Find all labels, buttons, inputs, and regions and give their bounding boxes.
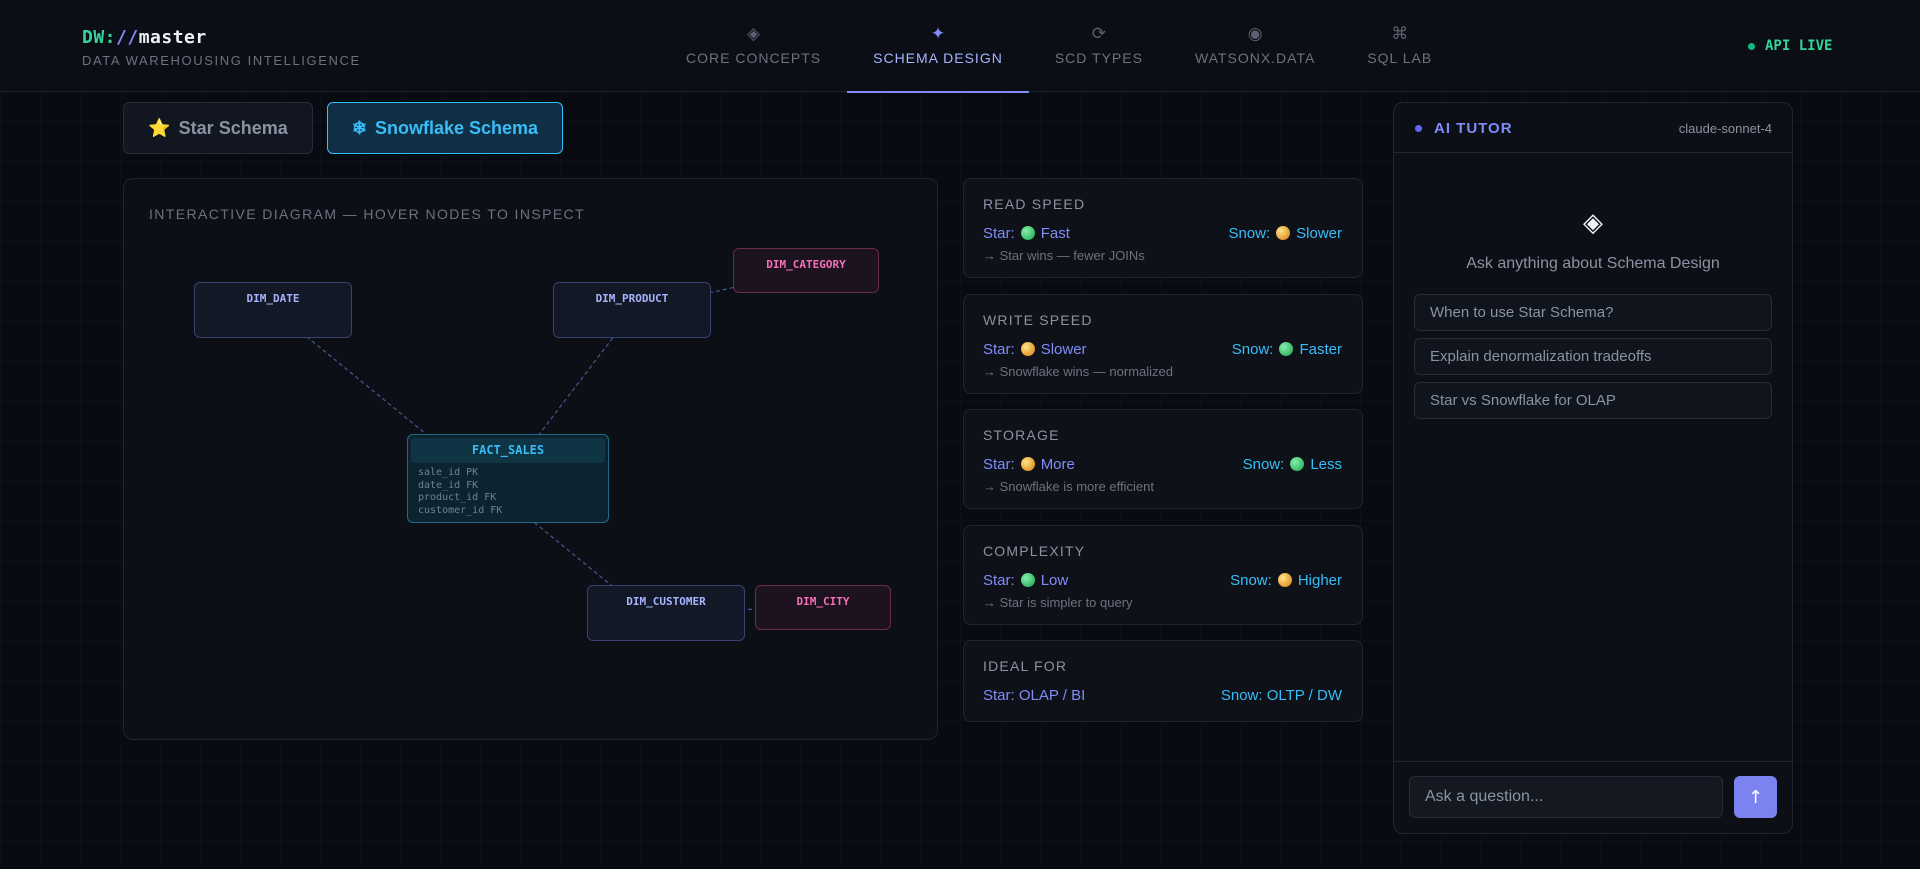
- status-dot-icon: [1415, 125, 1422, 132]
- sparkle-icon: ✦: [930, 24, 946, 43]
- snow-value: Snow:Slower: [1228, 224, 1342, 242]
- node-dim-category[interactable]: DIM_CATEGORY: [733, 248, 879, 293]
- star-value: Star:More: [983, 455, 1075, 473]
- metric-note: → Snowflake wins — normalized: [983, 364, 1174, 379]
- yellow-dot-icon: [1277, 573, 1292, 587]
- node-label: DIM_CATEGORY: [766, 258, 846, 271]
- metric-note: → Star is simpler to query: [983, 595, 1133, 610]
- node-dim-customer[interactable]: DIM_CUSTOMER: [587, 585, 745, 641]
- node-label: DIM_DATE: [246, 292, 300, 305]
- tab-snowflake-schema[interactable]: ❄ Snowflake Schema: [327, 102, 563, 154]
- status-dot-icon: [1748, 42, 1755, 50]
- refresh-icon: ⟳: [1091, 24, 1106, 43]
- node-label: DIM_PRODUCT: [595, 292, 669, 305]
- snow-value: Snow:Higher: [1230, 571, 1342, 589]
- fact-column: customer_id FK: [418, 504, 503, 516]
- target-icon: ◉: [1247, 24, 1263, 43]
- node-label: DIM_CUSTOMER: [626, 595, 706, 608]
- send-button[interactable]: ↑: [1734, 776, 1777, 818]
- yellow-dot-icon: [1276, 226, 1291, 240]
- node-dim-date[interactable]: DIM_DATE: [194, 282, 352, 338]
- metric-title: READ SPEED: [983, 196, 1086, 212]
- metric-write-speed: WRITE SPEED Star:Slower Snow:Faster → Sn…: [963, 294, 1363, 394]
- metric-row: Star:Fast Snow:Slower: [983, 223, 1342, 243]
- nav-label: SCHEMA DESIGN: [873, 50, 1003, 66]
- green-dot-icon: [1290, 457, 1305, 471]
- tagline: DATA WAREHOUSING INTELLIGENCE: [82, 53, 361, 68]
- logo[interactable]: DW://master: [82, 27, 207, 48]
- yellow-dot-icon: [1020, 342, 1035, 356]
- metric-read-speed: READ SPEED Star:Fast Snow:Slower → Star …: [963, 178, 1363, 278]
- diamond-icon: ◈: [1583, 207, 1603, 237]
- yellow-dot-icon: [1020, 457, 1035, 471]
- star-value: Star: OLAP / BI: [983, 686, 1086, 704]
- nav-scd-types[interactable]: ⟳ SCD TYPES: [1029, 0, 1169, 92]
- suggestion-button[interactable]: Explain denormalization tradeoffs: [1414, 338, 1772, 375]
- diamond-icon: ◈: [747, 24, 761, 43]
- metric-ideal-for: IDEAL FOR Star: OLAP / BI Snow: OLTP / D…: [963, 640, 1363, 722]
- nav-label: WATSONX.DATA: [1194, 50, 1316, 66]
- nav-label: CORE CONCEPTS: [686, 50, 822, 66]
- main-nav: ◈ CORE CONCEPTS ✦ SCHEMA DESIGN ⟳ SCD TY…: [660, 0, 1458, 93]
- tab-star-schema[interactable]: ⭐ Star Schema: [123, 102, 313, 154]
- green-dot-icon: [1020, 573, 1035, 587]
- fact-column: sale_id PK: [418, 467, 479, 478]
- tutor-title: AI TUTOR: [1434, 120, 1513, 137]
- metric-row: Star:Slower Snow:Faster: [983, 339, 1342, 359]
- metric-title: COMPLEXITY: [983, 543, 1086, 559]
- suggestion-button[interactable]: Star vs Snowflake for OLAP: [1414, 382, 1772, 419]
- snow-value: Snow: OLTP / DW: [1220, 686, 1342, 704]
- model-name: claude-sonnet-4: [1678, 121, 1772, 136]
- ai-tutor-panel: AI TUTOR claude-sonnet-4 ◈ Ask anything …: [1393, 102, 1793, 834]
- metric-storage: STORAGE Star:More Snow:Less → Snowflake …: [963, 409, 1363, 509]
- diagram-title: INTERACTIVE DIAGRAM — HOVER NODES TO INS…: [149, 206, 586, 222]
- nav-schema-design[interactable]: ✦ SCHEMA DESIGN: [847, 0, 1029, 93]
- metric-row: Star:More Snow:Less: [983, 454, 1342, 474]
- schema-diagram: INTERACTIVE DIAGRAM — HOVER NODES TO INS…: [123, 178, 938, 740]
- suggestion-button[interactable]: When to use Star Schema?: [1414, 294, 1772, 331]
- node-dim-product[interactable]: DIM_PRODUCT: [553, 282, 711, 338]
- fact-column: product_id FK: [418, 492, 497, 503]
- fact-columns: sale_id PK date_id FK product_id FK cust…: [408, 463, 608, 517]
- metric-note: → Snowflake is more efficient: [983, 479, 1154, 494]
- snow-value: Snow:Faster: [1231, 340, 1342, 358]
- nav-watsonx-data[interactable]: ◉ WATSONX.DATA: [1169, 0, 1341, 92]
- api-status: API LIVE: [1748, 38, 1832, 54]
- node-fact-sales[interactable]: FACT_SALES sale_id PK date_id FK product…: [407, 434, 609, 523]
- star-value: Star:Slower: [983, 340, 1087, 358]
- snow-value: Snow:Less: [1242, 455, 1342, 473]
- command-icon: ⌘: [1391, 24, 1409, 43]
- snowflake-icon: ❄: [351, 117, 367, 138]
- tutor-header: AI TUTOR claude-sonnet-4: [1394, 103, 1792, 153]
- nav-sql-lab[interactable]: ⌘ SQL LAB: [1341, 0, 1458, 92]
- top-header: DW://master DATA WAREHOUSING INTELLIGENC…: [0, 0, 1920, 93]
- tutor-footer: ↑: [1394, 761, 1792, 833]
- tutor-prompt: Ask anything about Schema Design: [1466, 255, 1720, 272]
- metric-title: STORAGE: [983, 427, 1060, 443]
- star-icon: ⭐: [148, 117, 171, 138]
- metric-row: Star: OLAP / BI Snow: OLTP / DW: [983, 685, 1342, 705]
- metric-title: WRITE SPEED: [983, 312, 1093, 328]
- tab-label: Star Schema: [178, 117, 288, 138]
- node-label: FACT_SALES: [411, 438, 605, 463]
- brand[interactable]: DW://master DATA WAREHOUSING INTELLIGENC…: [82, 27, 361, 68]
- green-dot-icon: [1020, 226, 1035, 240]
- node-label: DIM_CITY: [796, 595, 850, 608]
- ask-input[interactable]: [1409, 776, 1723, 818]
- metric-note: → Star wins — fewer JOINs: [983, 248, 1145, 263]
- metric-row: Star:Low Snow:Higher: [983, 570, 1342, 590]
- fact-column: date_id FK: [418, 479, 479, 491]
- star-value: Star:Fast: [983, 224, 1070, 242]
- api-status-label: API LIVE: [1765, 38, 1833, 54]
- nav-label: SQL LAB: [1367, 50, 1433, 66]
- nav-core-concepts[interactable]: ◈ CORE CONCEPTS: [660, 0, 847, 92]
- node-dim-city[interactable]: DIM_CITY: [755, 585, 891, 630]
- star-value: Star:Low: [983, 571, 1069, 589]
- green-dot-icon: [1279, 342, 1294, 356]
- tab-label: Snowflake Schema: [375, 117, 539, 138]
- nav-label: SCD TYPES: [1054, 50, 1143, 66]
- metric-title: IDEAL FOR: [983, 658, 1068, 674]
- metric-complexity: COMPLEXITY Star:Low Snow:Higher → Star i…: [963, 525, 1363, 625]
